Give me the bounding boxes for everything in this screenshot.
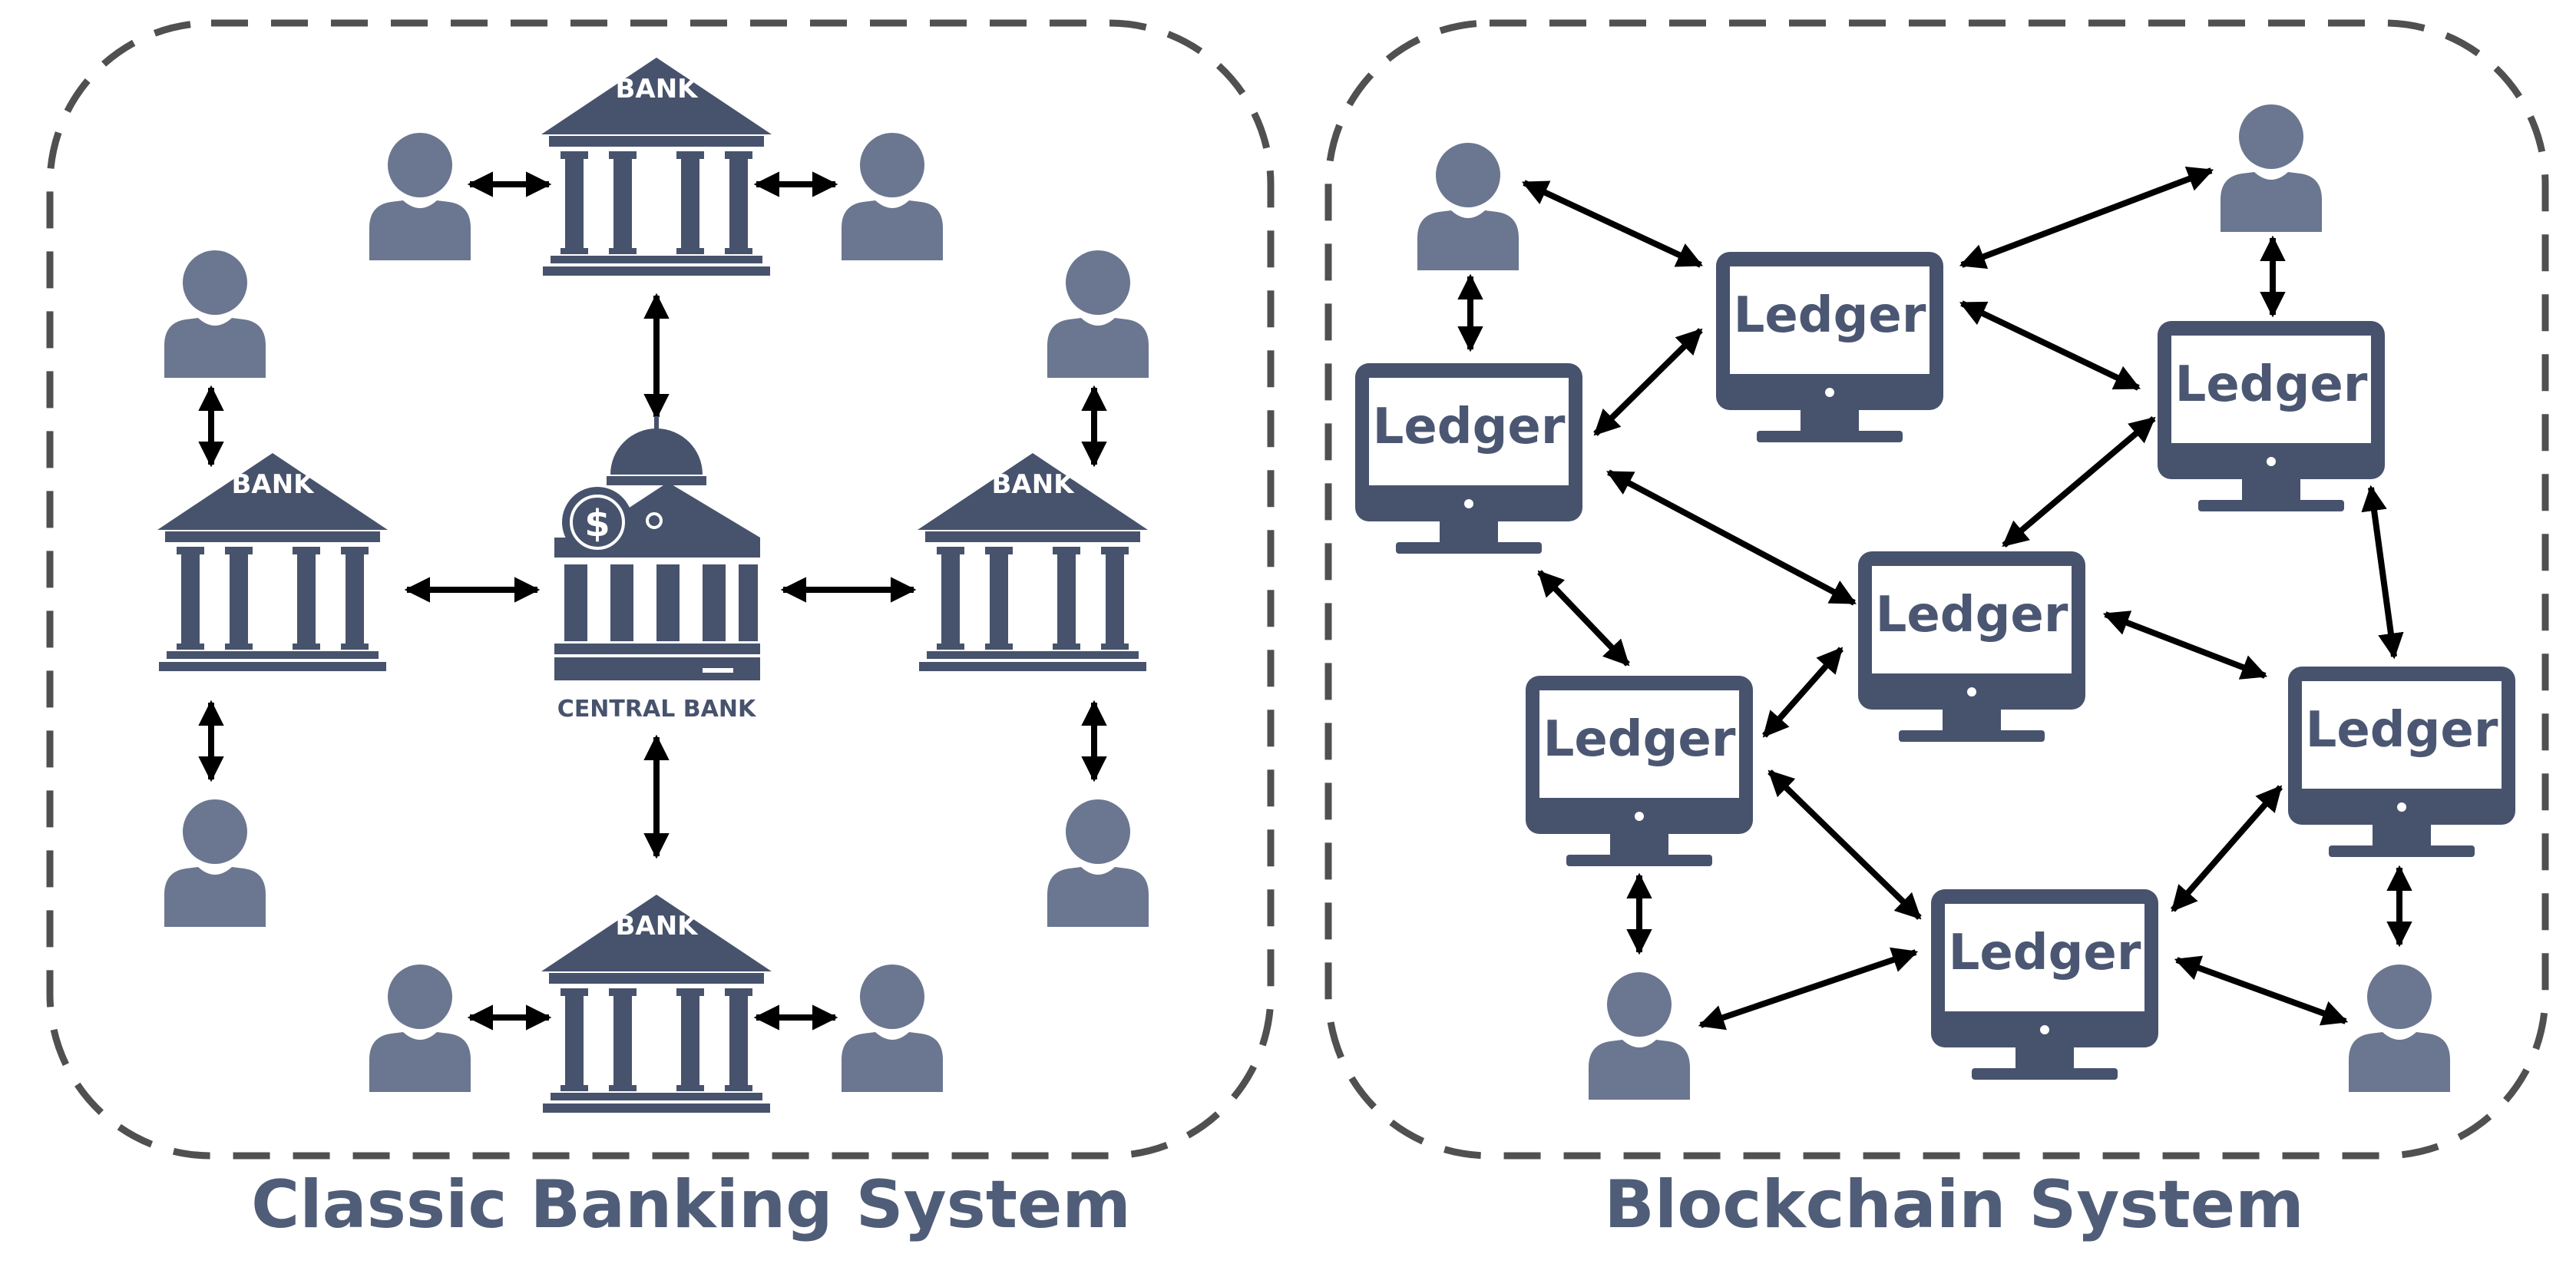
ledger-label: Ledger [1543, 711, 1736, 768]
ledger-label: Ledger [1876, 587, 2068, 644]
arrow-l2-l4 [1606, 469, 1857, 606]
computer-monitor-icon [2158, 321, 2385, 511]
bank-label: BANK [615, 74, 699, 104]
ledger-label: Ledger [1734, 287, 1926, 344]
arrow-l3-l6 [2361, 485, 2404, 660]
person-icon [842, 133, 943, 260]
arrow-l1-l2 [1593, 328, 1703, 436]
ledger-node-7: Ledger [1931, 889, 2158, 1080]
computer-monitor-icon [2288, 667, 2515, 857]
central-bank-label: CENTRAL BANK [557, 696, 757, 723]
computer-monitor-icon [1858, 551, 2085, 742]
bank-right: BANK [918, 453, 1148, 671]
arrow-l6-l7 [2170, 785, 2283, 912]
classic-banking-panel: BANK BANK BANK BANK [46, 19, 1275, 1243]
blockchain-ledgers: Ledger Ledger Ledger Ledger Ledger Ledge… [1355, 252, 2515, 1080]
person-icon [1047, 799, 1149, 927]
arrow-l2-l5 [1537, 570, 1630, 667]
ledger-node-2: Ledger [1355, 363, 1582, 554]
svg-text:$: $ [584, 502, 610, 545]
classic-caption: Classic Banking System [251, 1166, 1131, 1243]
person-icon [2349, 965, 2450, 1092]
arrow-p3-l7 [1698, 947, 1919, 1031]
ledger-node-5: Ledger [1526, 676, 1753, 866]
person-icon [1047, 250, 1149, 378]
ledger-label: Ledger [2175, 356, 2368, 413]
ledger-node-6: Ledger [2288, 667, 2515, 857]
person-icon [164, 799, 266, 927]
person-icon [2221, 104, 2322, 232]
arrow-l3-l4 [2002, 415, 2156, 548]
ledger-node-4: Ledger [1858, 551, 2085, 742]
bank-bottom: BANK [541, 895, 772, 1113]
person-icon [369, 965, 471, 1092]
person-icon [164, 250, 266, 378]
central-bank-icon [554, 416, 760, 680]
blockchain-caption: Blockchain System [1604, 1166, 2303, 1243]
arrow-l4-l6 [2102, 610, 2268, 680]
classic-arrows [198, 171, 1107, 1031]
computer-monitor-icon [1931, 889, 2158, 1080]
person-icon [842, 965, 943, 1092]
arrow-l7-p4 [2174, 955, 2349, 1026]
classic-panel-border [46, 19, 1275, 1160]
ledger-label: Ledger [1949, 925, 2141, 981]
arrow-p2-l1 [1959, 166, 2214, 270]
computer-monitor-icon [1716, 252, 1943, 442]
arrow-l1-l3 [1959, 300, 2141, 391]
arrow-l4-l5 [1762, 647, 1844, 738]
central-bank: $ CENTRAL BANK [554, 416, 760, 723]
bank-label: BANK [615, 911, 699, 941]
ledger-label: Ledger [1373, 399, 1566, 455]
ledger-node-1: Ledger [1716, 252, 1943, 442]
bank-top: BANK [541, 58, 772, 276]
computer-monitor-icon [1355, 363, 1582, 554]
computer-monitor-icon [1526, 676, 1753, 866]
person-icon [369, 133, 471, 260]
arrow-p1-l1 [1521, 180, 1704, 268]
person-icon [1417, 143, 1519, 270]
classic-banks: BANK BANK BANK BANK [157, 58, 1148, 1113]
ledger-label: Ledger [2306, 702, 2498, 759]
person-icon [1589, 972, 1690, 1100]
arrow-l5-l7 [1767, 769, 1922, 920]
bank-left: BANK [157, 453, 388, 671]
blockchain-arrows [1457, 166, 2412, 1031]
bank-label: BANK [231, 469, 315, 500]
ledger-node-3: Ledger [2158, 321, 2385, 511]
blockchain-panel-border [1324, 19, 2549, 1160]
blockchain-panel: Ledger Ledger Ledger Ledger Ledger Ledge… [1324, 19, 2549, 1243]
bank-label: BANK [991, 469, 1075, 500]
